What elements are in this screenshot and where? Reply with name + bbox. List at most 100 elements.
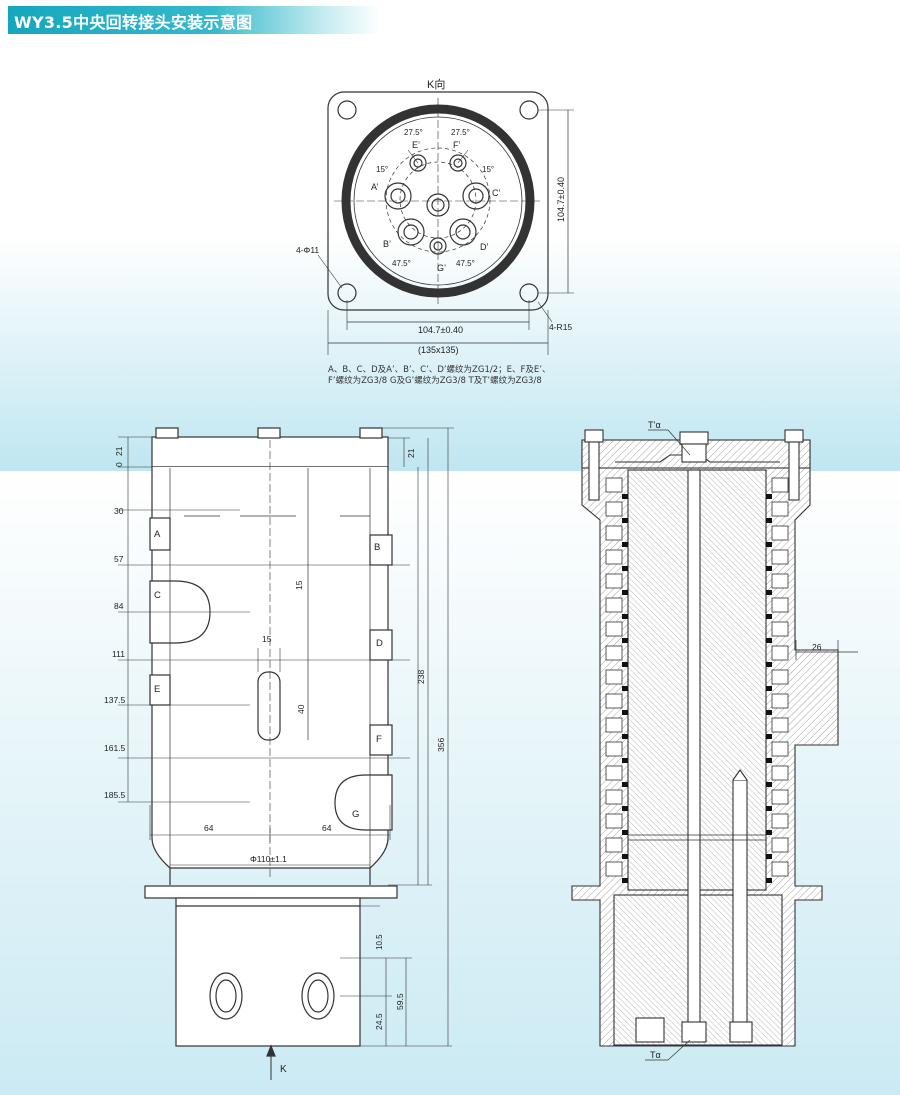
seal-ring xyxy=(622,830,628,835)
angle-label-5: 47.5° xyxy=(392,259,411,268)
height-161-5: 161.5 xyxy=(104,743,126,753)
port-label-f: F xyxy=(376,734,382,745)
groove xyxy=(605,477,623,493)
groove xyxy=(771,525,789,541)
port-label-e: E xyxy=(154,684,160,695)
seal-ring xyxy=(766,734,772,739)
seal-grooves xyxy=(605,477,789,883)
groove xyxy=(605,741,623,757)
angle-label-4: 15° xyxy=(482,165,494,174)
port-d-prime xyxy=(449,218,477,246)
height-185-5: 185.5 xyxy=(104,790,126,800)
seal-ring xyxy=(766,878,772,883)
flange-outline xyxy=(327,91,549,311)
groove xyxy=(771,621,789,637)
seal-ring xyxy=(622,734,628,739)
height-57: 57 xyxy=(114,554,124,564)
port-label-c-prime: C’ xyxy=(492,188,501,198)
dim-15-vertical: 15 xyxy=(294,580,304,590)
seal-ring xyxy=(622,662,628,667)
dim-slot-height: 40 xyxy=(296,704,306,714)
dim-slot-width: 15 xyxy=(262,634,272,644)
seal-ring xyxy=(622,806,628,811)
groove xyxy=(771,645,789,661)
k-arrow-label: K xyxy=(280,1064,287,1075)
seal-ring xyxy=(766,518,772,523)
groove xyxy=(605,861,623,877)
dim-bolt-holes: 4-Φ11 xyxy=(296,245,319,255)
lower-port-right xyxy=(301,972,335,1020)
seal-ring xyxy=(766,566,772,571)
groove xyxy=(605,645,623,661)
dim-corner-radius: 4-R15 xyxy=(549,322,572,332)
seal-ring xyxy=(622,590,628,595)
dim-base-59-5: 59.5 xyxy=(395,993,405,1010)
dim-356: 356 xyxy=(436,738,446,752)
seal-ring xyxy=(766,542,772,547)
lower-housing xyxy=(175,897,361,1047)
seal-ring xyxy=(622,638,628,643)
angle-label-1: 27.5° xyxy=(404,128,423,137)
seal-ring xyxy=(766,614,772,619)
dim-diameter: Φ110±1.1 xyxy=(250,854,287,864)
seal-ring xyxy=(766,494,772,499)
height-137-5: 137.5 xyxy=(104,695,126,705)
slot-window xyxy=(257,671,281,741)
seal-ring xyxy=(622,614,628,619)
seal-ring xyxy=(766,590,772,595)
height-111: 111 xyxy=(112,649,125,659)
groove xyxy=(771,669,789,685)
dim-26: 26 xyxy=(812,642,822,652)
groove xyxy=(771,501,789,517)
height-30: 30 xyxy=(114,506,124,516)
port-label-g-prime: G’ xyxy=(437,263,446,273)
port-b-prime xyxy=(397,218,425,246)
dim-offset-left: 64 xyxy=(204,823,214,833)
seal-ring xyxy=(622,710,628,715)
groove xyxy=(605,549,623,565)
groove xyxy=(605,837,623,853)
groove xyxy=(771,837,789,853)
seal-ring xyxy=(622,542,628,547)
seal-ring xyxy=(766,806,772,811)
thread-label-top: T’α xyxy=(648,420,661,430)
groove xyxy=(771,813,789,829)
seal-ring xyxy=(622,878,628,883)
groove xyxy=(605,621,623,637)
groove xyxy=(605,813,623,829)
port-label-c: C xyxy=(154,590,161,601)
groove xyxy=(605,789,623,805)
header-bar xyxy=(8,6,380,34)
groove xyxy=(771,549,789,565)
dim-hole-spacing-v: 104.7±0.40 xyxy=(556,177,566,222)
seal-ring xyxy=(766,686,772,691)
seal-ring xyxy=(766,830,772,835)
dim-base-24-5: 24.5 xyxy=(374,1013,384,1030)
angle-label-2: 27.5° xyxy=(451,128,470,137)
seal-ring xyxy=(766,758,772,763)
height-0: 0 xyxy=(114,462,124,467)
dim-flange-overall: (135x135) xyxy=(418,345,459,355)
dim-21-right: 21 xyxy=(406,448,416,458)
dim-hole-spacing-h: 104.7±0.40 xyxy=(418,325,463,335)
seal-ring xyxy=(766,662,772,667)
thread-label-bottom: Tα xyxy=(650,1050,661,1060)
dim-238: 238 xyxy=(416,670,426,684)
groove xyxy=(771,597,789,613)
groove xyxy=(771,477,789,493)
dim-base-10-5: 10.5 xyxy=(375,934,384,950)
angle-label-6: 47.5° xyxy=(456,259,475,268)
angle-label-3: 15° xyxy=(376,165,388,174)
port-e-prime xyxy=(409,154,427,172)
port-f-prime xyxy=(449,154,467,172)
port-label-b: B xyxy=(374,542,380,553)
groove xyxy=(605,693,623,709)
seal-ring xyxy=(622,566,628,571)
height-84: 84 xyxy=(114,601,124,611)
port-label-f-prime: F’ xyxy=(453,140,461,150)
groove xyxy=(771,741,789,757)
groove xyxy=(605,717,623,733)
